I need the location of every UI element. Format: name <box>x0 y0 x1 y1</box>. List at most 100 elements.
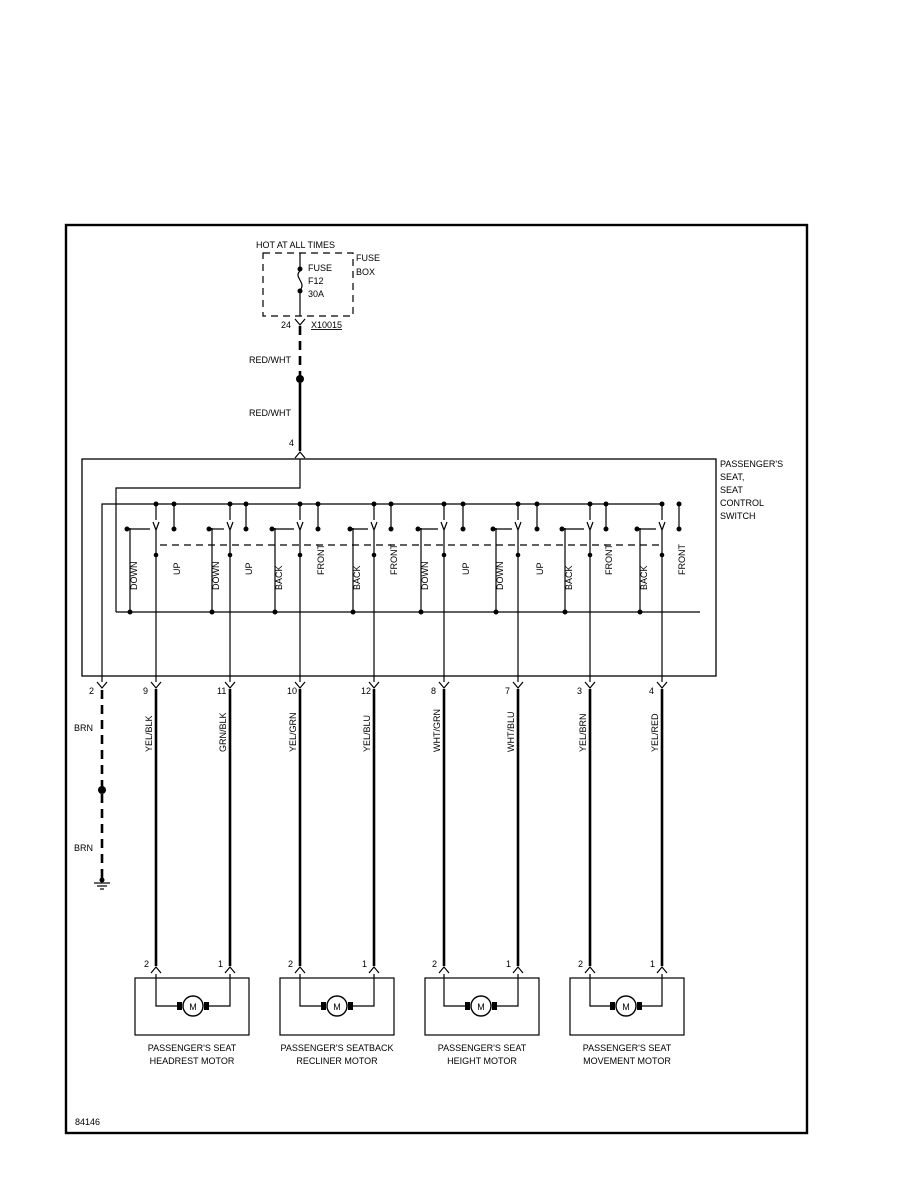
switch-section: BACK FRONT <box>559 501 614 682</box>
fuse-box-outline <box>262 252 354 317</box>
contact-terminal <box>441 552 447 558</box>
switch-blade-icon <box>296 521 304 532</box>
junction-dot <box>127 609 133 615</box>
contact-terminal <box>297 552 303 558</box>
contact-label: BACK <box>639 565 649 590</box>
output-pin-number: 11 <box>217 686 226 696</box>
switch-blade-icon <box>658 521 666 532</box>
ground-icon <box>94 877 110 890</box>
connector-icon <box>512 681 524 689</box>
motor-pin-left: 2 <box>144 959 149 969</box>
feed-wire-color-upper: RED/WHT <box>249 355 291 365</box>
output-wire-color: GRN/BLK <box>218 712 228 752</box>
contact-terminal <box>659 552 665 558</box>
connector-icon <box>438 966 450 974</box>
switch-blade-icon <box>226 521 234 532</box>
connector-icon <box>150 966 162 974</box>
output-pin-number: 9 <box>143 686 148 696</box>
output-pin-number: 7 <box>505 686 510 696</box>
contact-terminal <box>171 526 177 532</box>
contact-terminal <box>315 526 321 532</box>
switch-blade-icon <box>440 521 448 532</box>
output-wire-color: WHT/GRN <box>432 709 442 752</box>
feed-wire-color-lower: RED/WHT <box>249 408 291 418</box>
fuse-label: FUSE <box>308 263 332 273</box>
contact-label: DOWN <box>495 562 505 591</box>
connector-icon <box>294 681 306 689</box>
connector-icon <box>96 681 108 689</box>
contact-terminal <box>460 526 466 532</box>
motor-symbol: M <box>477 1002 485 1012</box>
contact-label: FRONT <box>604 544 614 575</box>
output-wire-color: YEL/BRN <box>578 713 588 752</box>
contact-label: DOWN <box>211 562 221 591</box>
fuse-number: F12 <box>308 276 324 286</box>
contact-label: BACK <box>564 565 574 590</box>
fuse-box-label-2: BOX <box>356 267 375 277</box>
contact-label: UP <box>535 562 545 575</box>
motor-outline <box>279 977 395 1036</box>
contact-label: UP <box>172 562 182 575</box>
contact-terminal <box>676 526 682 532</box>
motor-icon <box>470 995 492 1017</box>
motor-brush <box>348 1002 353 1010</box>
output-pin-number: 8 <box>431 686 436 696</box>
connector-icon <box>512 966 524 974</box>
switch-outline <box>81 458 717 677</box>
switch-label-1: PASSENGER'S <box>720 459 783 469</box>
junction-dot <box>515 501 521 507</box>
switch-blade-icon <box>152 521 160 532</box>
motor-outline <box>569 977 685 1036</box>
connector-icon <box>294 451 306 459</box>
motor-symbol: M <box>622 1002 630 1012</box>
contact-label: UP <box>461 562 471 575</box>
switch-section: DOWN UP <box>490 501 545 682</box>
motor-pin-left: 2 <box>578 959 583 969</box>
ground-wire-color-lower: BRN <box>74 843 93 853</box>
feed-pin-number: 4 <box>289 438 294 448</box>
output-wire-color: YEL/BLK <box>144 715 154 752</box>
output-wire-color: WHT/BLU <box>506 712 516 753</box>
connector-icon <box>656 966 668 974</box>
fuse-box-label-1: FUSE <box>356 253 380 263</box>
motor-pin-left: 2 <box>432 959 437 969</box>
contact-label: BACK <box>352 565 362 590</box>
junction-dot <box>418 609 424 615</box>
motor-outline <box>134 977 250 1036</box>
splice-dot <box>296 375 304 383</box>
output-pin-number: 10 <box>287 686 297 696</box>
connector-icon <box>224 966 236 974</box>
connector-icon <box>150 681 162 689</box>
junction-dot <box>297 501 303 507</box>
connector-icon <box>584 966 596 974</box>
contact-terminal <box>534 526 540 532</box>
switch-label-5: SWITCH <box>720 511 756 521</box>
motor-brush <box>177 1002 182 1010</box>
motor-brush <box>321 1002 326 1010</box>
switch-label-3: SEAT <box>720 485 743 495</box>
contact-terminal <box>603 526 609 532</box>
junction-dot <box>350 609 356 615</box>
fuse-terminal <box>297 288 303 294</box>
junction-dot <box>227 501 233 507</box>
connector-icon <box>368 681 380 689</box>
contact-label: DOWN <box>420 562 430 591</box>
fuse-box: HOT AT ALL TIMES FUSE BOX FUSE F12 30A 2… <box>256 240 380 330</box>
junction-dot <box>659 501 665 507</box>
motor-label-line-2: MOVEMENT MOTOR <box>583 1056 671 1066</box>
fuse-rating: 30A <box>308 289 324 299</box>
feed-wire: RED/WHT RED/WHT 4 <box>249 326 306 459</box>
motor-pin-right: 1 <box>362 959 367 969</box>
fuse-icon <box>297 270 303 291</box>
connector-id: X10015 <box>311 320 342 330</box>
